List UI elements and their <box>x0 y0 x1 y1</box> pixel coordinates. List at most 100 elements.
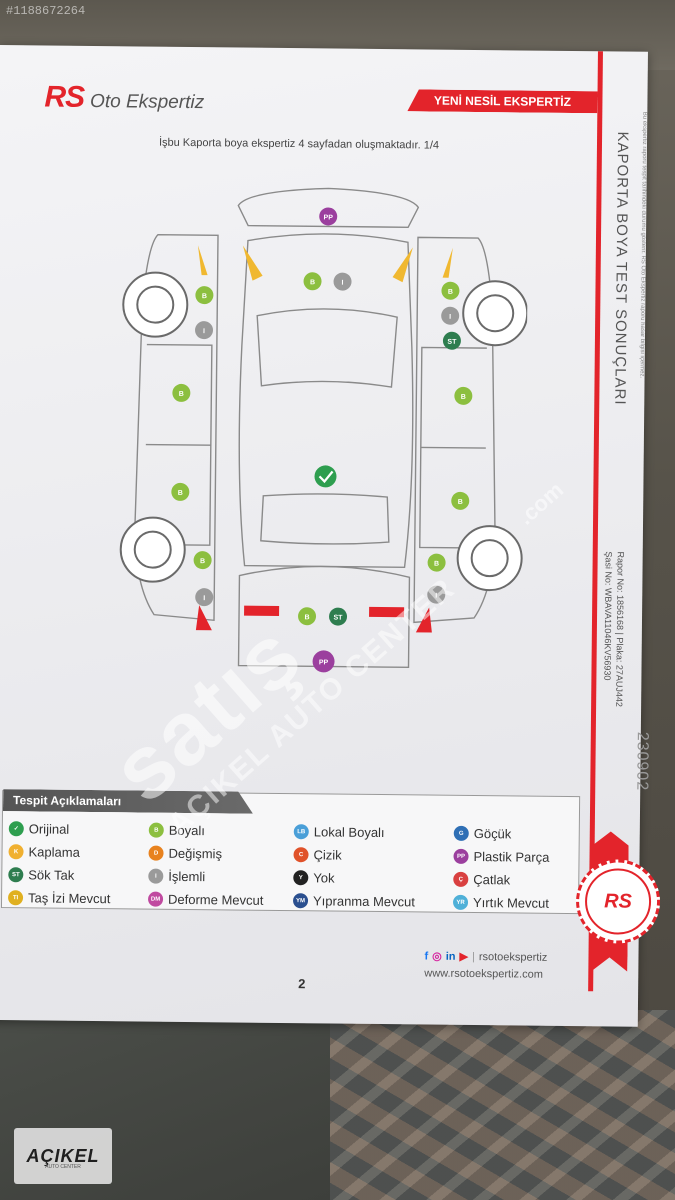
mark-right-rear-fender: B <box>434 561 439 568</box>
corner-logo: AÇIKEL <box>14 1128 112 1184</box>
mark-trunk-right: ST <box>334 615 344 622</box>
legend-label: Yırtık Mevcut <box>472 895 549 911</box>
legend-label: Göçük <box>473 826 512 842</box>
legend-label: Yıpranma Mevcut <box>312 893 416 910</box>
instagram-icon: ◎ <box>432 950 442 963</box>
legend-label: Çatlak <box>473 872 511 888</box>
legend-label: İşlemli <box>168 868 206 885</box>
legend-dot-icon: PP <box>453 848 469 864</box>
brand-logo: RS Oto Ekspertiz <box>44 80 204 116</box>
brand-name: Oto Ekspertiz <box>89 90 205 114</box>
footer-social: f ◎ in ▶ | rsotoekspertiz <box>424 949 548 964</box>
legend-dot-icon: LB <box>293 824 309 840</box>
mark-bonnet-left: B <box>310 279 315 286</box>
youtube-icon: ▶ <box>459 950 469 963</box>
mark-hood-front: PP <box>323 214 333 221</box>
windshield <box>256 308 398 388</box>
legend-dot-icon: D <box>148 845 164 861</box>
mark-right-front-door: B <box>461 394 466 401</box>
legend-dot-icon: TI <box>7 890 24 906</box>
legend-dot-icon: I <box>148 868 164 884</box>
legend-label: Sök Tak <box>28 867 75 883</box>
mark-left-rear-door: B <box>178 490 183 497</box>
legend-label: Lokal Boyalı <box>313 824 385 841</box>
legend-item: ✓Orijinal <box>8 819 149 839</box>
linkedin-icon: in <box>445 950 456 963</box>
photo-id-watermark: #1188672264 <box>6 4 86 18</box>
taillight-left <box>244 605 280 616</box>
report-info: Rapor No: 1856168 | Plaka: 27AUJ442 Şasi… <box>602 551 627 811</box>
rear-view-outline <box>237 565 411 669</box>
legend-dot-icon: YR <box>452 894 469 910</box>
front-view-outline <box>237 187 420 228</box>
corner-logo-text: AÇIKEL <box>26 1145 100 1166</box>
mark-trunk-left: B <box>304 614 309 621</box>
rear-window <box>260 493 390 545</box>
mark-left-rear-fender: B <box>200 558 205 565</box>
left-door-split <box>145 443 211 446</box>
right-door-split <box>420 446 486 449</box>
side-title: KAPORTA BOYA TEST SONUÇLARI <box>611 131 632 406</box>
page-number: 2 <box>298 976 306 992</box>
legend-dot-icon: Ç <box>453 871 469 887</box>
legend-dot-icon: ✓ <box>8 821 24 837</box>
legend-label: Kaplama <box>28 844 80 860</box>
top-view-body <box>238 233 414 568</box>
side-disclaimer: Bu ekspertiz raporu tespit tarihindeki d… <box>638 111 648 379</box>
right-side-taillight <box>415 607 432 633</box>
right-front-wheel-rim <box>476 294 515 333</box>
social-handle: rsotoekspertiz <box>478 950 548 964</box>
brand-rs: RS <box>44 80 85 114</box>
legend-label: Çizik <box>313 847 342 863</box>
facebook-icon: f <box>424 949 429 963</box>
left-front-wheel-rim <box>136 285 175 324</box>
legend-dot-icon: K <box>8 844 24 860</box>
mark-bonnet-right: I <box>342 280 344 287</box>
website-url: www.rsotoekspertiz.com <box>424 967 543 981</box>
left-rear-wheel-rim <box>133 530 172 569</box>
mark-right-front-fender2: I <box>449 314 451 321</box>
legend-dot-icon: ST <box>8 867 24 883</box>
mark-left-front-fender2: I <box>203 328 205 335</box>
mark-left-front-fender: B <box>202 293 207 300</box>
legend-label: Yok <box>313 870 335 886</box>
mark-right-rear-door: B <box>458 499 463 506</box>
headlight-right <box>392 247 413 283</box>
report-paper: RS Oto Ekspertiz YENİ NESİL EKSPERTİZ KA… <box>0 45 661 1027</box>
mark-rear-bumper: PP <box>319 659 329 666</box>
right-rear-wheel-rim <box>470 539 509 578</box>
legend-label: Taş İzi Mevcut <box>27 890 111 907</box>
car-diagram: PP B I B I B B B I B I ST <box>119 187 529 673</box>
legend-dot-icon: G <box>453 825 469 841</box>
legend-dot-icon: B <box>148 822 164 838</box>
legend-label: Plastik Parça <box>473 849 550 865</box>
mark-right-rear-fender2: I <box>435 593 437 600</box>
legend-dot-icon: DM <box>147 891 164 907</box>
legend-label: Deforme Mevcut <box>167 891 264 908</box>
left-side-headlight <box>197 245 208 276</box>
taillight-right <box>369 606 405 618</box>
legend-dot-icon: Y <box>293 870 309 886</box>
rs-seal: RS <box>575 859 661 944</box>
rs-seal-text: RS <box>584 868 652 935</box>
mark-left-front-door: B <box>179 391 184 398</box>
tagline-banner: YENİ NESİL EKSPERTİZ <box>407 89 597 113</box>
mark-right-front-fender: B <box>448 289 453 296</box>
legend-label: Orijinal <box>28 821 70 837</box>
legend-label: Değişmiş <box>168 845 223 862</box>
mark-left-rear-fender2: I <box>203 595 205 602</box>
